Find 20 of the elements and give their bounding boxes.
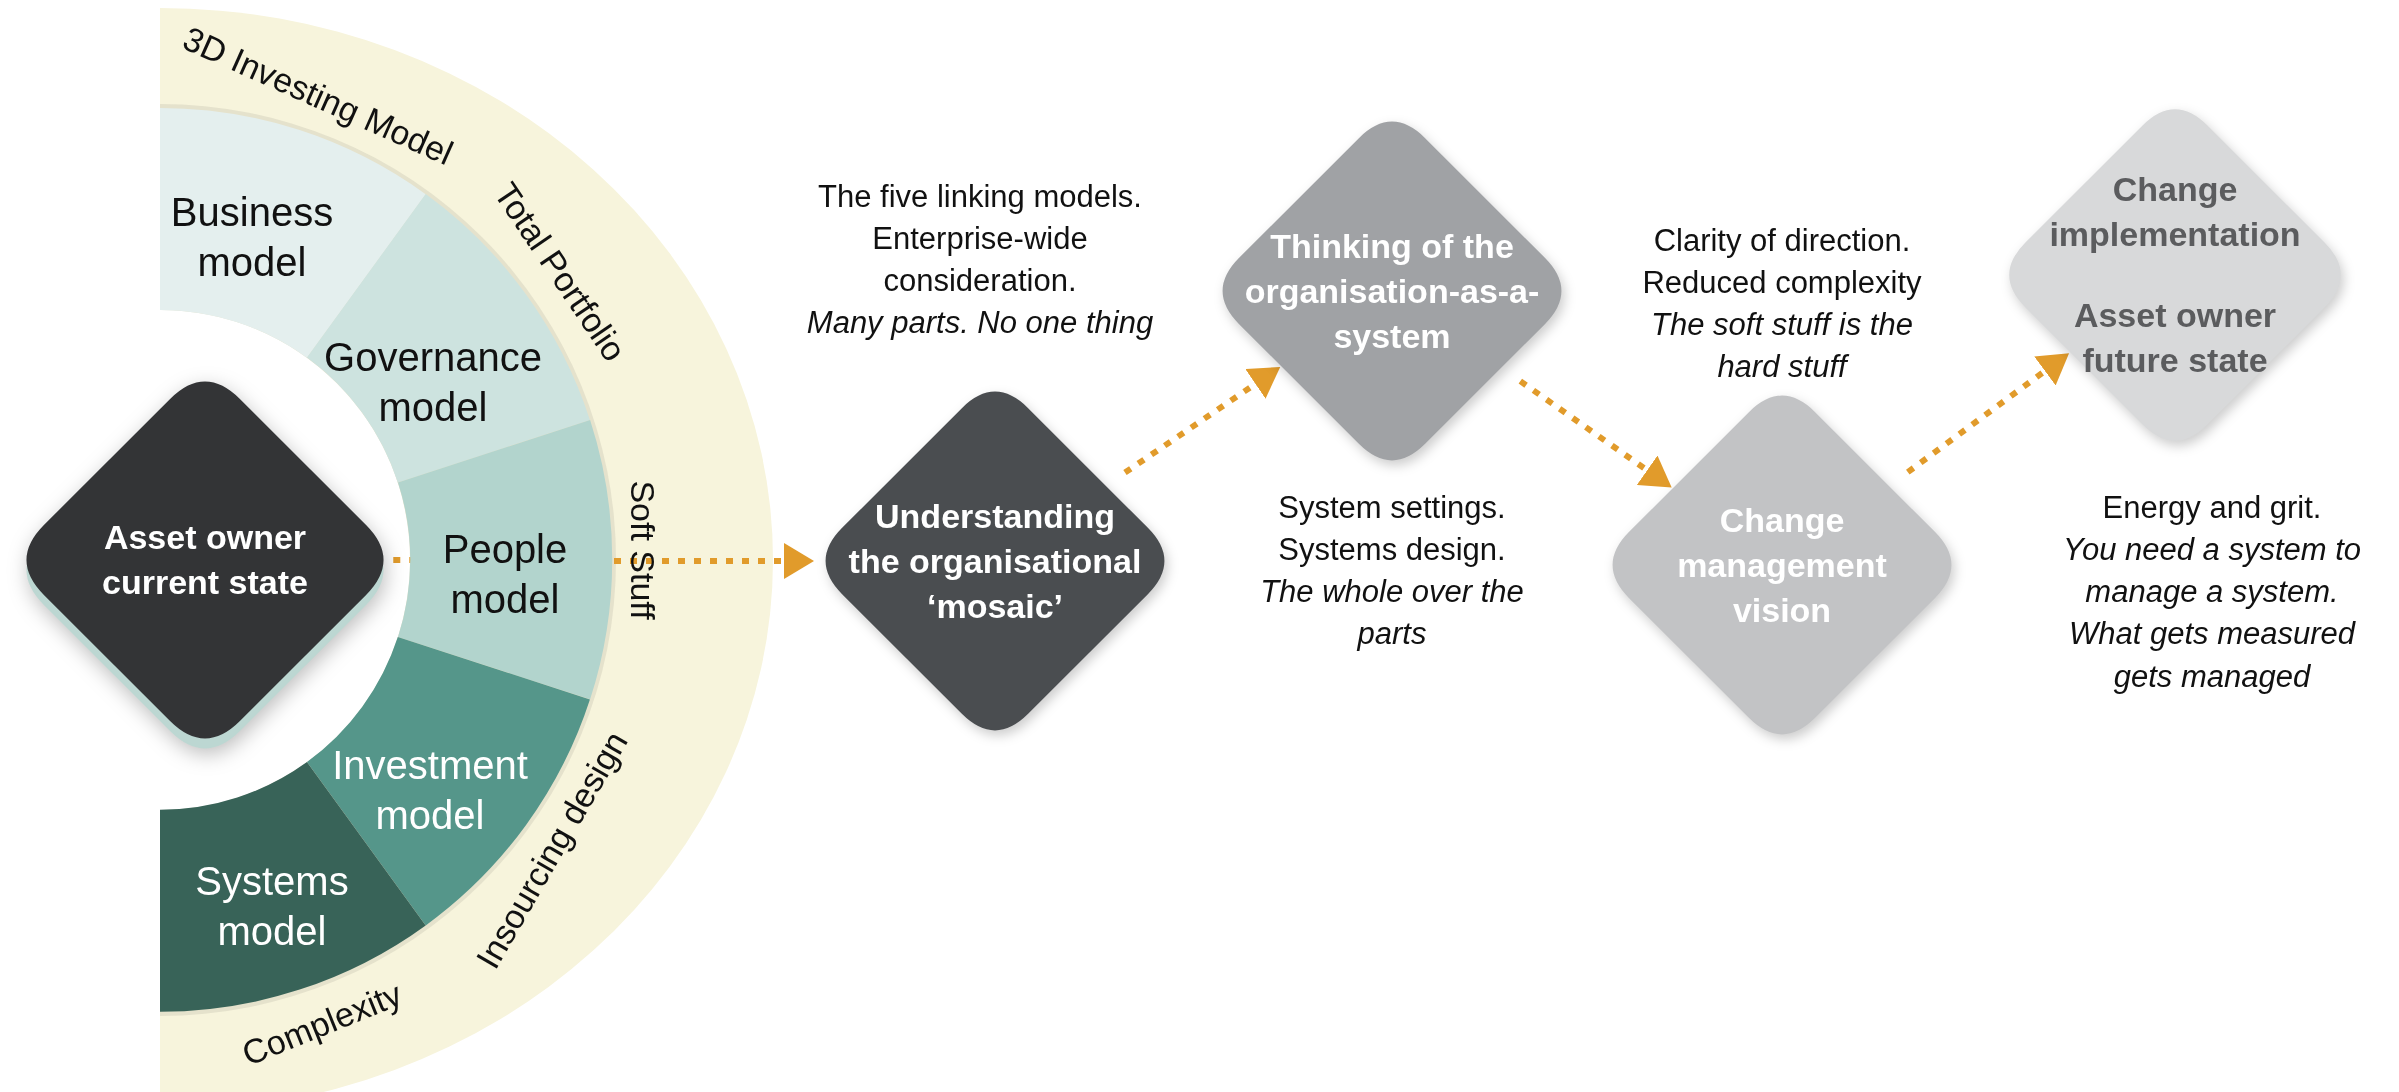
- annotation-text: The five linking models. Enterprise-wide consideration. Many parts. No one thing: [805, 178, 1155, 343]
- segment-label: Governance model: [324, 335, 542, 431]
- annotation-text: Clarity of direction. Reduced complexity The soft stuff is the hard stuff: [1641, 222, 1923, 387]
- dotted-arrow: [1906, 353, 2070, 475]
- diamond-label: Change management vision: [1676, 499, 1888, 631]
- diamond-label: Understanding the organisational ‘mosaic’: [847, 495, 1143, 627]
- annotation-text: Energy and grit. You need a system to manage a system. What gets measured gets managed: [2061, 489, 2363, 696]
- segment-label: Investment model: [332, 742, 528, 837]
- annotation-text: System settings. Systems design. The whole over the parts: [1259, 489, 1525, 654]
- dotted-arrow: [1123, 367, 1281, 476]
- segment-label: People model: [442, 526, 568, 623]
- segment-label: Systems model: [195, 858, 349, 955]
- diamond-subtitle: Asset owner future state: [2072, 295, 2278, 381]
- dotted-arrow: [614, 543, 814, 579]
- dotted-arrow: [1518, 378, 1672, 488]
- diamond-label: Change implementation: [2048, 169, 2302, 256]
- band-label: Soft Stuff: [622, 480, 662, 620]
- diamond-label: Asset owner current state: [101, 517, 309, 603]
- diamond-label: Thinking of the organisation-as-a-system: [1243, 225, 1541, 357]
- segment-label: Business model: [170, 189, 334, 286]
